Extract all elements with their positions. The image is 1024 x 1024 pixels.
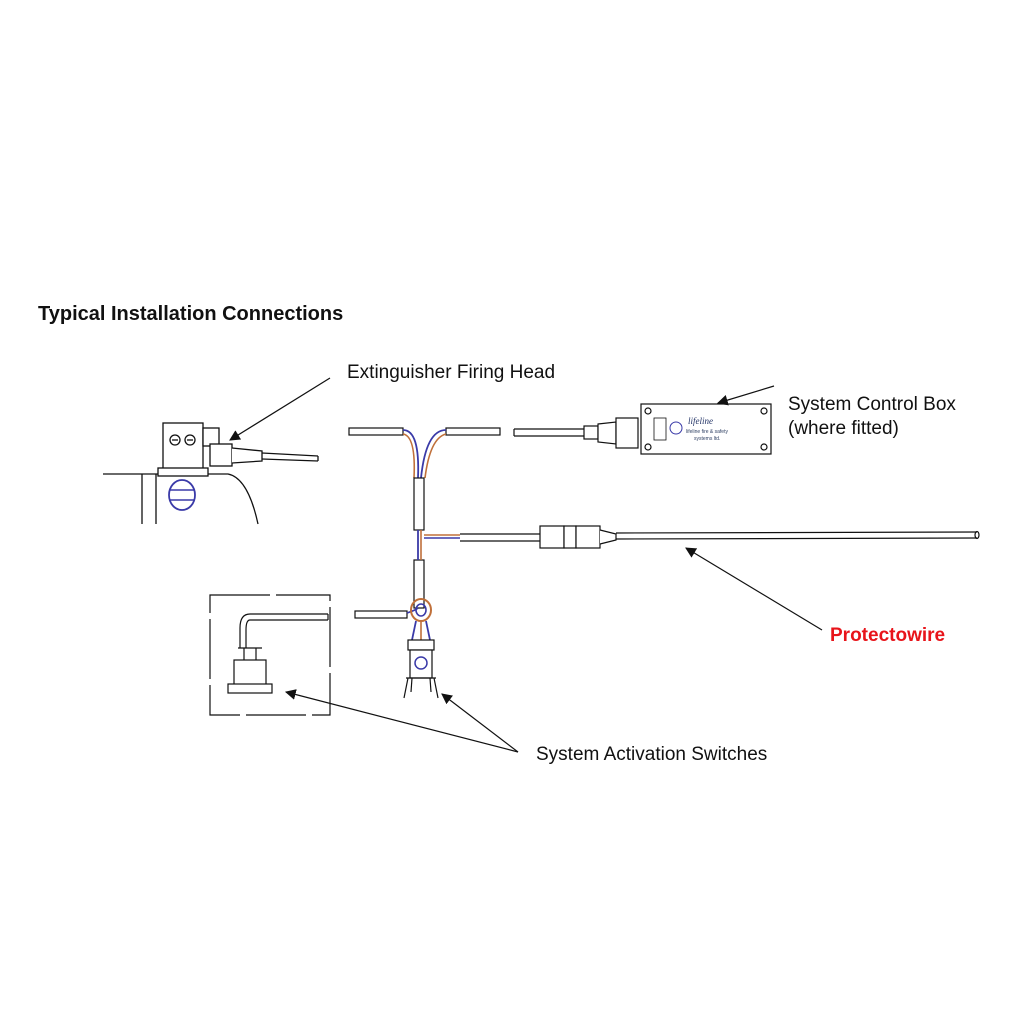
activation-switch-left [209, 594, 331, 716]
arrow-switch-center [441, 693, 519, 753]
label-protectowire: Protectowire [830, 625, 945, 646]
activation-switch-center [403, 639, 439, 699]
wiring-harness [348, 427, 540, 641]
arrow-firing-head [229, 377, 331, 441]
control-box-logo: lifeline [688, 416, 713, 426]
label-control-box: System Control Box [788, 394, 956, 415]
extinguisher-firing-head [103, 422, 319, 525]
label-control-box-note: (where fitted) [788, 418, 899, 439]
control-box-caption-1: lifeline fire & safety [686, 429, 728, 435]
control-box-caption-2: systems ltd. [694, 436, 720, 442]
arrow-switch-left [284, 689, 519, 753]
arrow-control-box [716, 385, 775, 406]
label-activation-switches: System Activation Switches [536, 744, 767, 765]
system-control-box [513, 403, 772, 455]
label-firing-head: Extinguisher Firing Head [347, 362, 555, 383]
page-title: Typical Installation Connections [38, 303, 343, 325]
protectowire-cable [539, 525, 980, 549]
arrow-protectowire [685, 547, 823, 631]
